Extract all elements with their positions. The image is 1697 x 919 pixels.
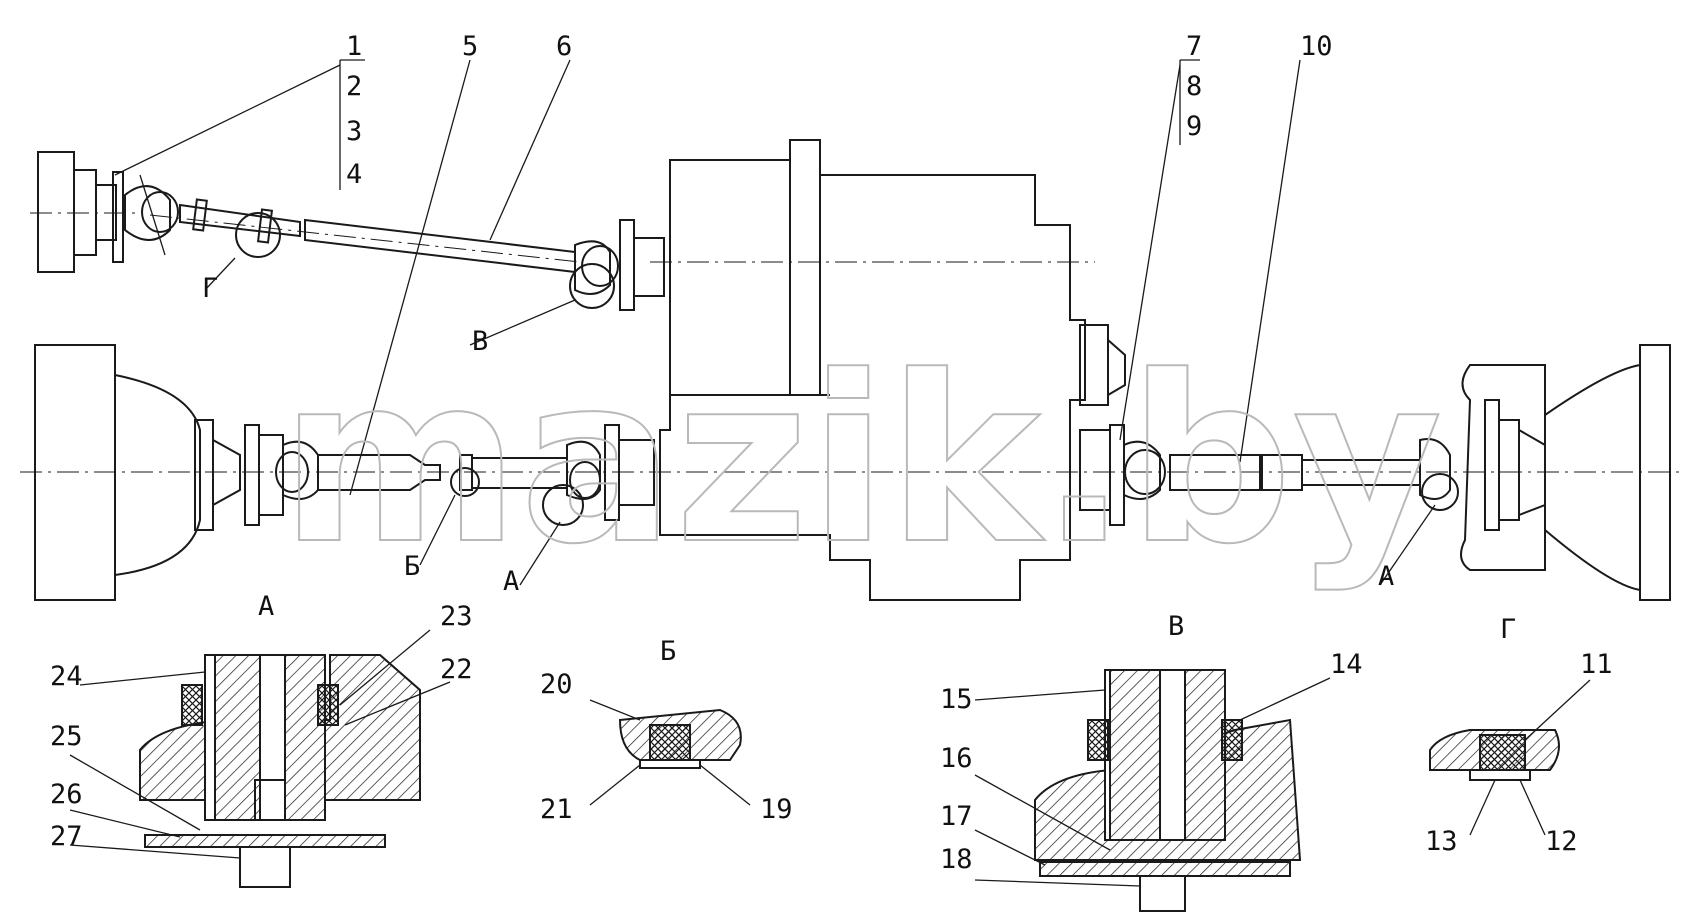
callout-26: 26 bbox=[50, 779, 83, 810]
callout-17: 17 bbox=[940, 801, 973, 832]
callout-7: 7 bbox=[1186, 31, 1202, 62]
detail-circle-g bbox=[235, 212, 281, 258]
detail-circle-v bbox=[569, 263, 615, 309]
upper-driveshaft bbox=[30, 151, 665, 311]
callout-12: 12 bbox=[1545, 826, 1578, 857]
view-title-v: В bbox=[1168, 611, 1184, 642]
watermark: mazik.by bbox=[280, 328, 1442, 595]
view-title-a: А bbox=[258, 591, 274, 622]
callout-1: 1 bbox=[346, 31, 362, 62]
callout-3: 3 bbox=[346, 116, 362, 147]
view-title-b: Б bbox=[660, 636, 676, 667]
callout-9: 9 bbox=[1186, 111, 1202, 142]
callout-14: 14 bbox=[1330, 649, 1363, 680]
callout-25: 25 bbox=[50, 721, 83, 752]
callout-6: 6 bbox=[556, 31, 572, 62]
marker-a-left: А bbox=[503, 566, 519, 597]
callout-8: 8 bbox=[1186, 71, 1202, 102]
callout-23: 23 bbox=[440, 601, 473, 632]
section-view-a bbox=[139, 654, 421, 888]
callout-4: 4 bbox=[346, 159, 362, 190]
callout-19: 19 bbox=[760, 794, 793, 825]
callout-24: 24 bbox=[50, 661, 83, 692]
leader-lines bbox=[69, 59, 1591, 887]
marker-b-lower: Б bbox=[404, 551, 420, 582]
callout-16: 16 bbox=[940, 743, 973, 774]
callout-11: 11 bbox=[1580, 649, 1613, 680]
transfer-case bbox=[650, 139, 1126, 601]
section-view-v bbox=[1034, 669, 1302, 912]
view-markers: Г В Б А А А Б В Г bbox=[202, 273, 1516, 667]
callout-2: 2 bbox=[346, 71, 362, 102]
marker-v-upper: В bbox=[472, 326, 488, 357]
callout-10: 10 bbox=[1300, 31, 1333, 62]
callout-21: 21 bbox=[540, 794, 573, 825]
section-view-b bbox=[618, 708, 742, 769]
callout-20: 20 bbox=[540, 669, 573, 700]
callout-13: 13 bbox=[1425, 826, 1458, 857]
callout-27: 27 bbox=[50, 821, 83, 852]
marker-g-upper: Г bbox=[202, 273, 218, 304]
callout-22: 22 bbox=[440, 654, 473, 685]
callout-18: 18 bbox=[940, 844, 973, 875]
section-view-g bbox=[1429, 729, 1560, 781]
view-title-g: Г bbox=[1500, 614, 1516, 645]
callout-5: 5 bbox=[462, 31, 478, 62]
marker-a-right: А bbox=[1378, 561, 1394, 592]
detail-circle-b bbox=[450, 467, 480, 497]
lower-driveshaft bbox=[20, 344, 1680, 601]
detail-circle-a-right bbox=[1421, 473, 1459, 511]
callout-labels: 1 2 3 4 5 6 7 8 9 10 11 12 13 14 15 16 1… bbox=[50, 31, 1613, 875]
callout-15: 15 bbox=[940, 684, 973, 715]
detail-circle-a-left bbox=[542, 484, 584, 526]
